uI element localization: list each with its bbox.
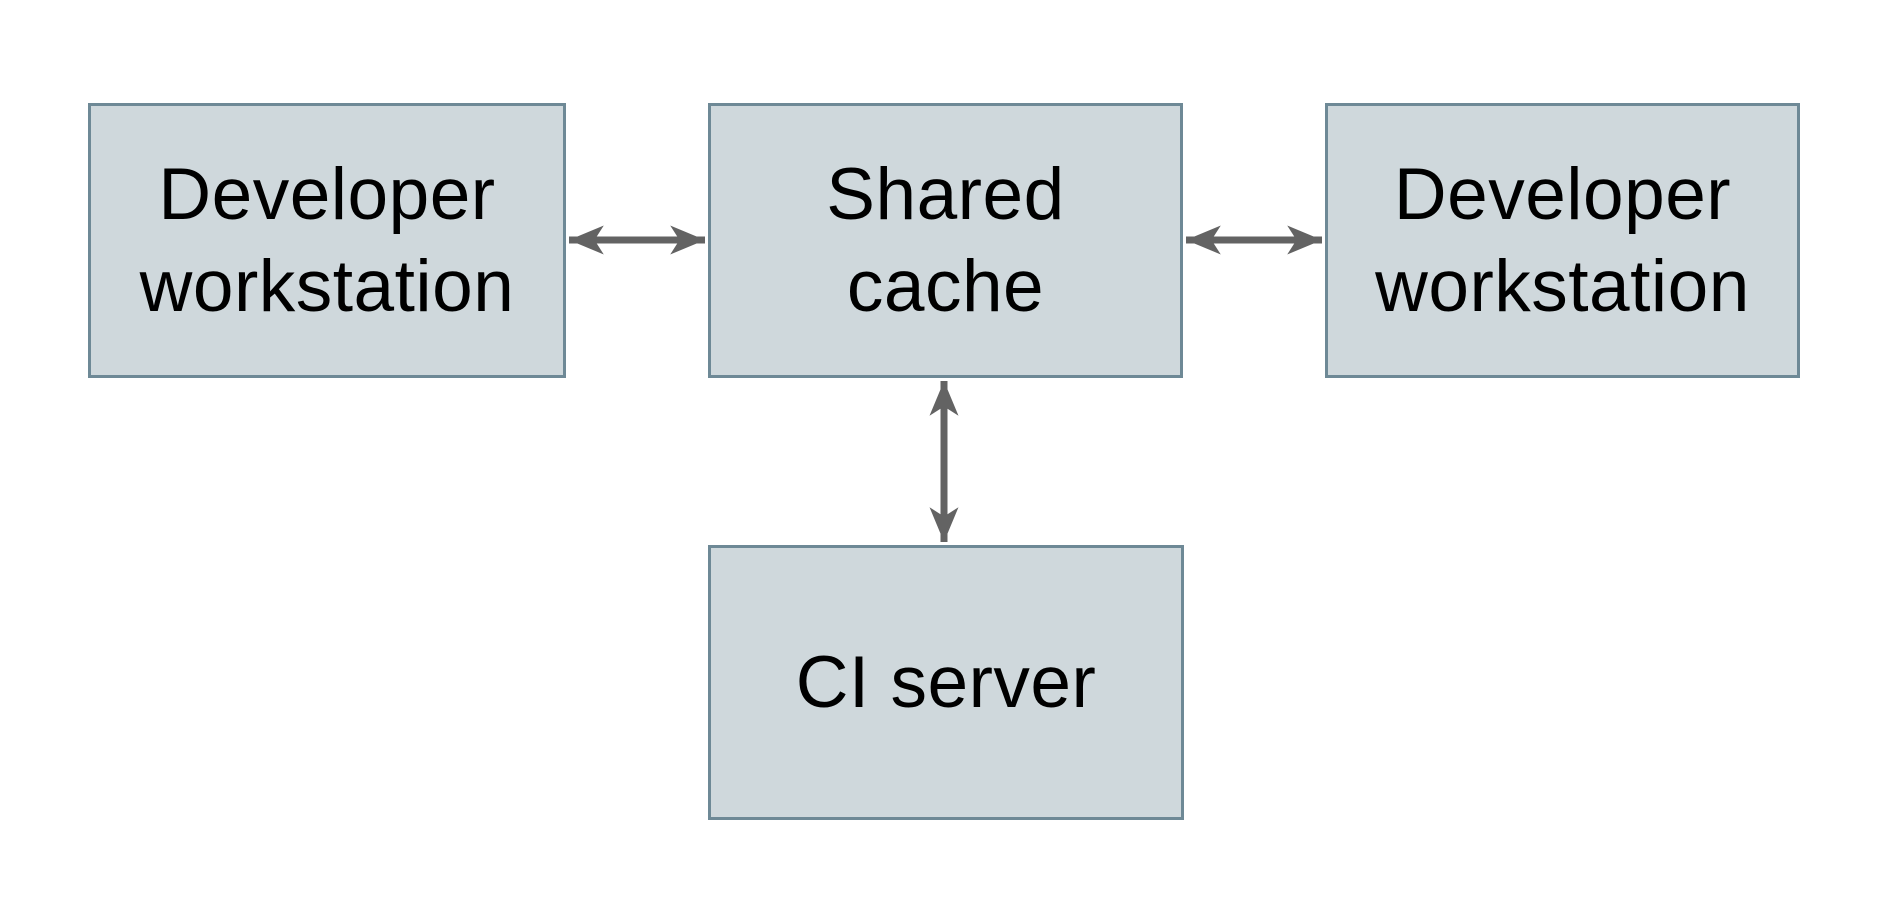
node-shared-cache-label: Shared cache [826,153,1065,327]
node-developer-workstation-right-label: Developer workstation [1375,153,1750,327]
node-developer-workstation-left-label: Developer workstation [139,153,515,327]
node-ci-server: CI server [708,545,1184,820]
node-ci-server-label: CI server [795,641,1097,723]
node-shared-cache: Shared cache [708,103,1183,378]
node-developer-workstation-left: Developer workstation [88,103,566,378]
node-developer-workstation-right: Developer workstation [1325,103,1800,378]
